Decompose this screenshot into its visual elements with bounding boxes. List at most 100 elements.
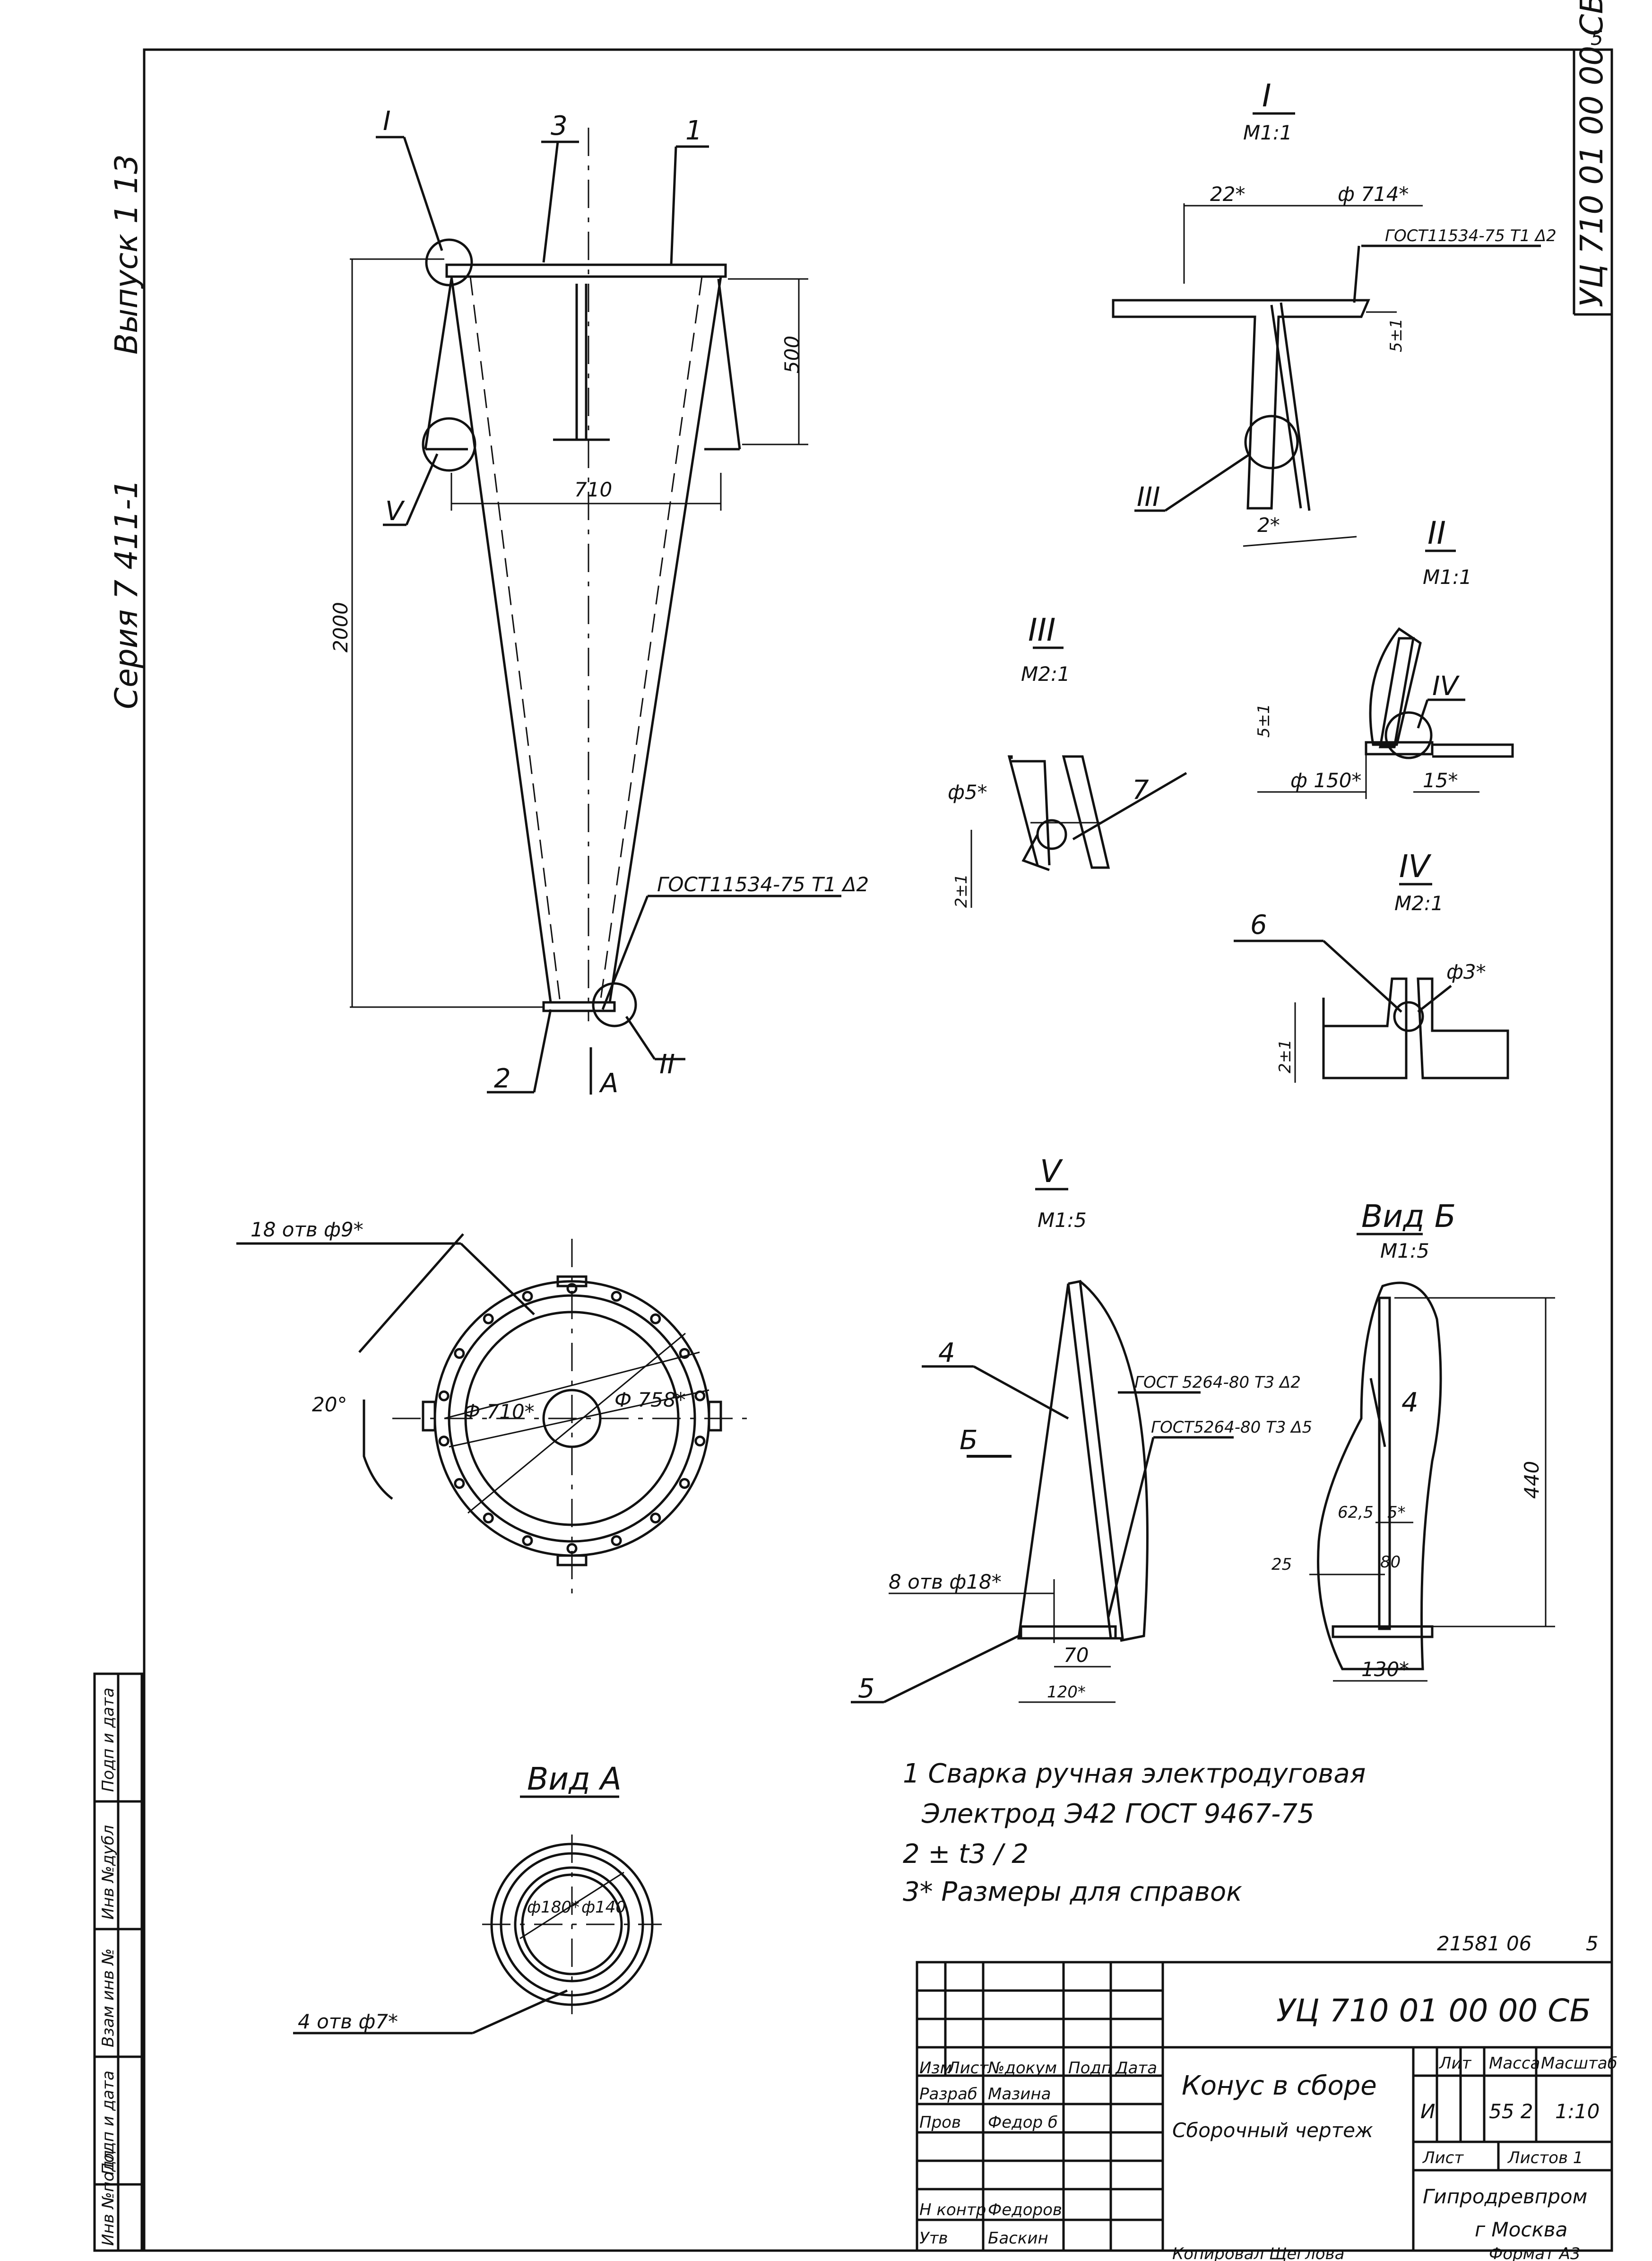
dim-2000-label: 2000 xyxy=(329,602,352,652)
note-2: 2 ± t3 / 2 xyxy=(903,1839,1029,1870)
bolt-hole xyxy=(679,1478,690,1489)
view-B-arrow: Б xyxy=(960,1425,977,1456)
series-label: Серия 7 411-1 xyxy=(108,479,145,709)
detail-II-labels: II М1:1 IV 5±1 ф 150* 15* xyxy=(1254,515,1472,792)
callout-IV-label: IV xyxy=(1432,671,1460,702)
sheet-label: Лист xyxy=(1422,2148,1464,2167)
dim-2-IV: 2±1 xyxy=(1276,1039,1295,1073)
weld1-V: ГОСТ 5264-80 Т3 Δ2 xyxy=(1134,1373,1301,1392)
col-sign: Подп xyxy=(1068,2059,1112,2078)
detail-II-scale: М1:1 xyxy=(1423,565,1472,589)
view-arrow-A: А xyxy=(599,1068,618,1099)
strip-label-4: Инв №дубл xyxy=(99,1825,118,1920)
dim-70: 70 xyxy=(1064,1644,1089,1667)
dim-625: 62,5 xyxy=(1338,1503,1374,1522)
weld-I: ГОСТ11534-75 Т1 Δ2 xyxy=(1385,226,1557,245)
view-B-title: Вид Б xyxy=(1361,1198,1456,1235)
strip-label-1: Инв №подл xyxy=(99,2150,118,2246)
view-A-labels: Вид А ф180* ф140 4 отв ф7* xyxy=(298,1761,626,2033)
dim-710-label: 710 xyxy=(574,478,612,501)
title-block-grid xyxy=(916,1961,1613,2252)
pos-5-label: 5 xyxy=(858,1673,875,1704)
dim-714: ф 714* xyxy=(1338,183,1409,206)
dim-120: 120* xyxy=(1047,1683,1086,1702)
dim-130: 130* xyxy=(1361,1658,1409,1681)
dim-15: 15* xyxy=(1423,769,1458,792)
dim-25: 25 xyxy=(1271,1555,1292,1574)
detail-I-scale: М1:1 xyxy=(1243,121,1292,144)
bolt-hole xyxy=(483,1313,494,1324)
title-name-1: Конус в сборе xyxy=(1182,2070,1377,2101)
bolt-hole xyxy=(438,1390,450,1401)
detail-III-view xyxy=(970,646,1187,908)
bolt-hole xyxy=(454,1348,465,1359)
view-B-scale: М1:5 xyxy=(1380,1239,1429,1262)
detail-I-labels: I М1:1 22* ф 714* ГОСТ11534-75 Т1 Δ2 5±1… xyxy=(1137,78,1557,537)
callout-I-label: I xyxy=(383,106,391,137)
strip-label-5: Подп и дата xyxy=(99,1687,118,1792)
sheet-frame xyxy=(143,48,1613,2252)
role-4: Утв xyxy=(919,2229,948,2248)
col-list: Лист xyxy=(947,2059,989,2078)
pos-6-label: 6 xyxy=(1250,910,1267,940)
pos-3-label: 3 xyxy=(551,111,568,141)
top-circular-view xyxy=(236,1233,752,1598)
detail-IV-labels: IV М2:1 6 ф3* 2±1 xyxy=(1250,848,1486,1073)
detail-IV-view xyxy=(1234,883,1509,1083)
detail-V-labels: V М1:5 4 Б ГОСТ 5264-80 Т3 Δ2 ГОСТ5264-8… xyxy=(858,1153,1312,1704)
format-label: Формат А3 xyxy=(1489,2244,1581,2261)
detail-III-scale: М2:1 xyxy=(1021,662,1070,686)
weld-note-main: ГОСТ11534-75 Т1 Δ2 xyxy=(657,873,869,896)
detail-III-labels: III М2:1 ф5* 7 2±1 xyxy=(948,612,1149,908)
callout-II-label: II xyxy=(659,1049,675,1080)
lit-label: Лит xyxy=(1438,2054,1472,2073)
strip-label-2: Подп и дата xyxy=(99,2070,118,2175)
bolt-holes xyxy=(438,1283,706,1554)
note-1b: Электрод Э42 ГОСТ 9467-75 xyxy=(921,1799,1315,1829)
dim-150: ф 150* xyxy=(1290,769,1361,792)
main-cone-view xyxy=(350,128,841,1095)
view-B-labels: Вид Б М1:5 440 62,5 5* 25 80 130* 4 xyxy=(1271,1198,1543,1681)
dim-5-II: 5±1 xyxy=(1254,704,1273,738)
holes-18: 18 отв ф9* xyxy=(251,1218,363,1241)
title-block: 21581 06 5 УЦ 710 01 00 00 СБ Конус в сб… xyxy=(919,1932,1617,2261)
scale-label: Масштаб xyxy=(1541,2054,1617,2073)
detail-II-view xyxy=(1257,549,1514,799)
left-strip-labels: Инв №подл Подп и дата Взам инв № Инв №ду… xyxy=(99,1687,118,2246)
mass-label: Масса xyxy=(1489,2054,1540,2073)
dim-710-top: Ф 710* xyxy=(463,1400,535,1423)
dim-80: 80 xyxy=(1380,1553,1401,1572)
bolt-hole xyxy=(438,1435,450,1447)
sheet-mark: 5 xyxy=(1586,1932,1599,1955)
role-3: Н контр xyxy=(919,2200,986,2219)
strip-label-3: Взам инв № xyxy=(99,1948,118,2047)
holes-8: 8 отв ф18* xyxy=(889,1570,1002,1593)
view-A xyxy=(293,1795,662,2035)
sheets-label: Листов 1 xyxy=(1507,2148,1583,2167)
dim-3-IV: ф3* xyxy=(1446,960,1486,983)
col-date: Дата xyxy=(1115,2059,1157,2078)
corner-page-no: 5 xyxy=(1591,26,1603,50)
lit-value: И xyxy=(1420,2100,1435,2123)
general-notes: 1 Сварка ручная электродуговая Электрод … xyxy=(903,1758,1366,1907)
name-3: Федоров xyxy=(988,2200,1062,2219)
org-name: Гипродревпром xyxy=(1423,2185,1587,2208)
dim-2-I: 2* xyxy=(1257,513,1280,537)
mass-value: 55 2 xyxy=(1489,2100,1533,2123)
col-izm: Изм xyxy=(919,2059,952,2078)
dim-180: ф180* xyxy=(527,1898,579,1917)
angle-20: 20° xyxy=(312,1393,347,1416)
note-1: 1 Сварка ручная электродуговая xyxy=(903,1758,1366,1789)
detail-V-title: V xyxy=(1040,1153,1063,1190)
detail-I-view xyxy=(1112,112,1541,547)
top-view-labels: 18 отв ф9* 20° Ф 710* Ф 758* xyxy=(251,1218,686,1423)
pos-4-B: 4 xyxy=(1401,1387,1418,1418)
archive-number: 21581 06 xyxy=(1437,1932,1531,1955)
scale-value: 1:10 xyxy=(1555,2100,1600,2123)
callout-III-label: III xyxy=(1137,482,1160,513)
detail-III-title: III xyxy=(1028,612,1055,648)
title-name-2: Сборочный чертеж xyxy=(1172,2119,1373,2142)
detail-V-scale: М1:5 xyxy=(1038,1209,1087,1232)
dim-2-III: 2±1 xyxy=(952,874,971,908)
